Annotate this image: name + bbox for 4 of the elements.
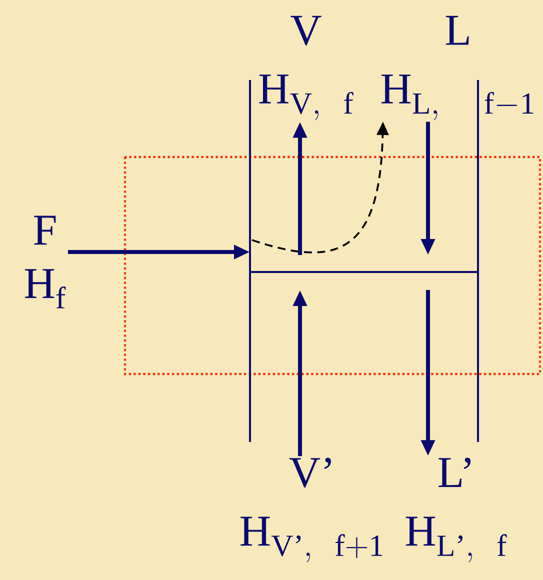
- stream-label: V’ $\mathrm{H}_{\mathrm{V’,\ \ f{+}1}}$: [240, 458, 382, 562]
- stream-label: V $\mathrm{H}_{\mathrm{V,\ \ f}}$: [259, 16, 354, 120]
- stream-label: F $\mathrm{H}_{\mathrm{f}}$: [24, 216, 66, 308]
- stream-label: L’ $\mathrm{H}_{\mathrm{L’,\ \ f}}$: [406, 458, 507, 562]
